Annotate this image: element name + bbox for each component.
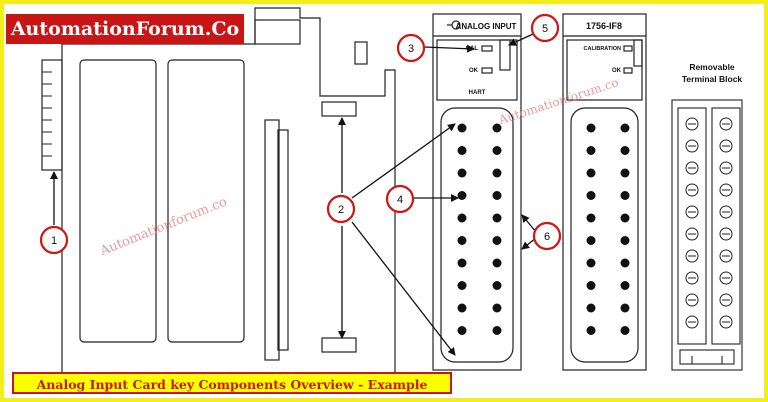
terminal-pin <box>457 326 467 335</box>
terminal-pin <box>586 326 596 335</box>
rtb-screw <box>685 293 699 307</box>
terminal-pin <box>586 191 596 200</box>
rtb-screw <box>685 227 699 241</box>
rtb-screw <box>719 271 733 285</box>
terminal-pin <box>492 236 502 245</box>
terminal-pin <box>620 191 630 200</box>
terminal-pins-module1 <box>457 123 502 335</box>
site-banner: AutomationForum.Co <box>6 14 244 44</box>
terminal-pin <box>492 123 502 133</box>
rtb-screw <box>685 315 699 329</box>
terminal-pin <box>620 303 630 313</box>
terminal-pin <box>492 191 502 200</box>
terminal-pin <box>492 146 502 155</box>
callout-5: 5 <box>542 23 548 35</box>
rtb-screw <box>719 161 733 175</box>
terminal-pin <box>586 236 596 245</box>
callout-4: 4 <box>397 194 403 206</box>
terminal-pin <box>457 281 467 290</box>
rtb-screw <box>719 227 733 241</box>
diagram-caption: Analog Input Card key Components Overvie… <box>12 372 452 394</box>
terminal-pin <box>620 281 630 290</box>
watermark-right: Automationforum.co <box>496 75 620 127</box>
terminal-pin <box>457 258 467 268</box>
if8-module-title: 1756-IF8 <box>586 21 622 31</box>
terminal-pin <box>457 168 467 178</box>
terminal-pin <box>620 326 630 335</box>
rtb-screw <box>685 205 699 219</box>
callout-1: 1 <box>51 235 57 247</box>
terminal-pin <box>492 168 502 178</box>
terminal-pin <box>457 123 467 133</box>
edge-connector <box>42 71 52 157</box>
ok-label: OK <box>469 68 479 74</box>
rtb-screw <box>719 183 733 197</box>
callout-3: 3 <box>408 43 414 55</box>
terminal-pin <box>586 281 596 290</box>
analog-module-title: ANALOG INPUT <box>456 22 517 31</box>
rtb-screw <box>719 117 733 131</box>
terminal-pin <box>620 213 630 223</box>
rtb-screw <box>685 117 699 131</box>
terminal-pin <box>492 258 502 268</box>
terminal-pin <box>620 258 630 268</box>
terminal-pin <box>457 213 467 223</box>
terminal-pin <box>492 326 502 335</box>
rtb-screw <box>685 183 699 197</box>
rtb-label-line1: Removable <box>689 62 735 72</box>
terminal-pin <box>492 213 502 223</box>
terminal-pin <box>586 213 596 223</box>
terminal-pin <box>586 123 596 133</box>
rtb-screw <box>719 205 733 219</box>
rtb-screw <box>685 249 699 263</box>
hart-label: HART <box>469 90 486 96</box>
removable-terminal-block <box>671 99 743 371</box>
if8-ok-label: OK <box>612 68 622 74</box>
terminal-pin <box>620 168 630 178</box>
rtb-label-line2: Terminal Block <box>682 74 743 84</box>
terminal-pin <box>586 258 596 268</box>
callout-circles <box>39 13 562 255</box>
rtb-screw <box>719 249 733 263</box>
terminal-pin <box>620 123 630 133</box>
terminal-pin <box>457 303 467 313</box>
terminal-pin <box>457 146 467 155</box>
rtb-screw <box>685 271 699 285</box>
terminal-pin <box>457 191 467 200</box>
terminal-pin <box>620 236 630 245</box>
analog-input-module <box>432 13 522 371</box>
terminal-pin <box>586 168 596 178</box>
terminal-pin <box>457 236 467 245</box>
callout-6: 6 <box>544 231 550 243</box>
rtb-screw-terminals <box>685 117 733 329</box>
terminal-pin <box>492 281 502 290</box>
terminal-pin <box>586 146 596 155</box>
calibration-label: CALIBRATION <box>584 46 622 52</box>
rtb-screw <box>685 161 699 175</box>
rtb-screw <box>719 315 733 329</box>
terminal-pins-module2 <box>586 123 630 335</box>
callout-2: 2 <box>338 204 344 216</box>
if8-module <box>562 13 647 371</box>
rtb-screw <box>719 139 733 153</box>
callout-arrows <box>50 33 537 356</box>
terminal-pin <box>586 303 596 313</box>
terminal-pin <box>620 146 630 155</box>
rtb-screw <box>685 139 699 153</box>
watermark-left: Automationforum.co <box>97 194 229 259</box>
rtb-screw <box>719 293 733 307</box>
terminal-pin <box>492 303 502 313</box>
